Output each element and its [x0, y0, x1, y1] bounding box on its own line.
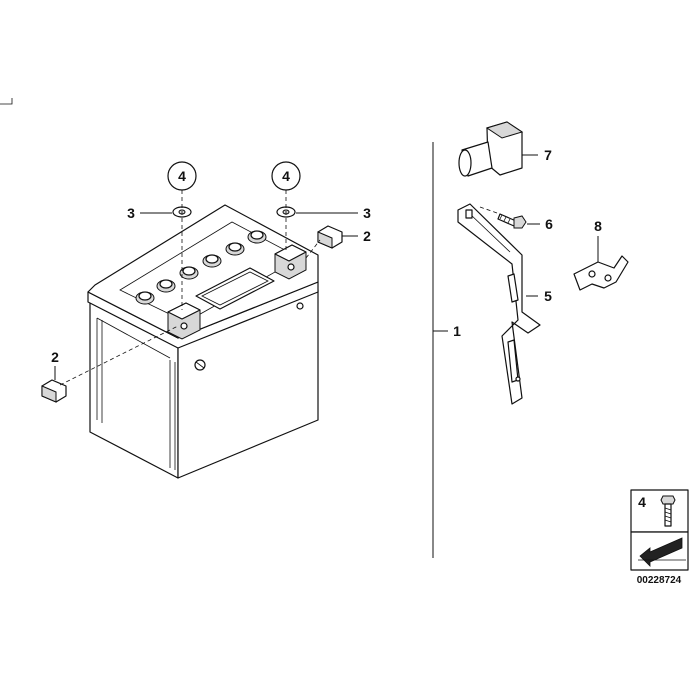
callout-3-left[interactable]: 3 [127, 205, 135, 221]
reference-code: 00228724 [637, 575, 682, 586]
callout-5[interactable]: 5 [544, 288, 552, 304]
callout-6[interactable]: 6 [545, 216, 553, 232]
callout-2-right[interactable]: 2 [363, 228, 371, 244]
terminal-cap [458, 121, 524, 177]
callout-4-left[interactable]: 4 [178, 168, 186, 184]
corner-mark [0, 98, 13, 105]
bracket-screw [497, 213, 527, 229]
legend-box: 4 [630, 489, 689, 571]
mounting-bracket [457, 203, 541, 405]
terminal-nut-right [317, 225, 343, 249]
callout-4-left-circle [167, 161, 197, 191]
callout-2-left[interactable]: 2 [51, 349, 59, 365]
battery-terminal-negative [167, 302, 201, 340]
bolt-icon [660, 495, 676, 527]
callout-3-right[interactable]: 3 [363, 205, 371, 221]
legend-number: 4 [638, 494, 646, 510]
callout-8[interactable]: 8 [594, 218, 602, 234]
battery [87, 204, 319, 479]
arrow-icon [638, 537, 686, 567]
cell-caps [135, 230, 267, 305]
clamp-bracket [573, 255, 629, 291]
callout-4-right[interactable]: 4 [282, 168, 290, 184]
callout-1[interactable]: 1 [453, 323, 461, 339]
terminal-nut-left [41, 379, 67, 403]
callout-4-right-circle [271, 161, 301, 191]
callout-7[interactable]: 7 [544, 147, 552, 163]
